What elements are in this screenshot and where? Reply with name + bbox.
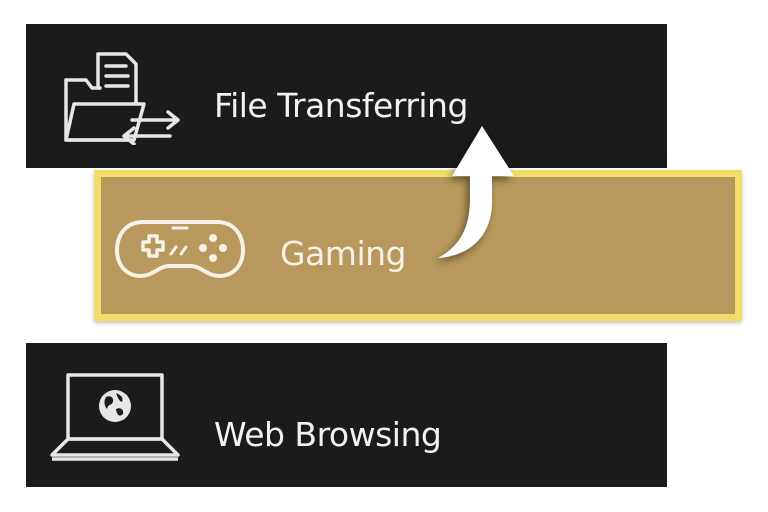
- mode-label-file-transferring: File Transferring: [214, 86, 468, 125]
- curved-arrow-up-icon: [438, 126, 514, 258]
- file-transfer-icon: [64, 52, 180, 145]
- gamepad-icon: [114, 220, 246, 279]
- mode-label-web-browsing: Web Browsing: [214, 415, 442, 454]
- mode-option-web-browsing[interactable]: Web Browsing: [26, 343, 667, 487]
- mode-option-file-transferring[interactable]: File Transferring: [26, 24, 667, 168]
- mode-option-gaming[interactable]: Gaming: [94, 170, 742, 321]
- laptop-globe-icon: [50, 373, 180, 461]
- mode-label-gaming: Gaming: [280, 234, 406, 273]
